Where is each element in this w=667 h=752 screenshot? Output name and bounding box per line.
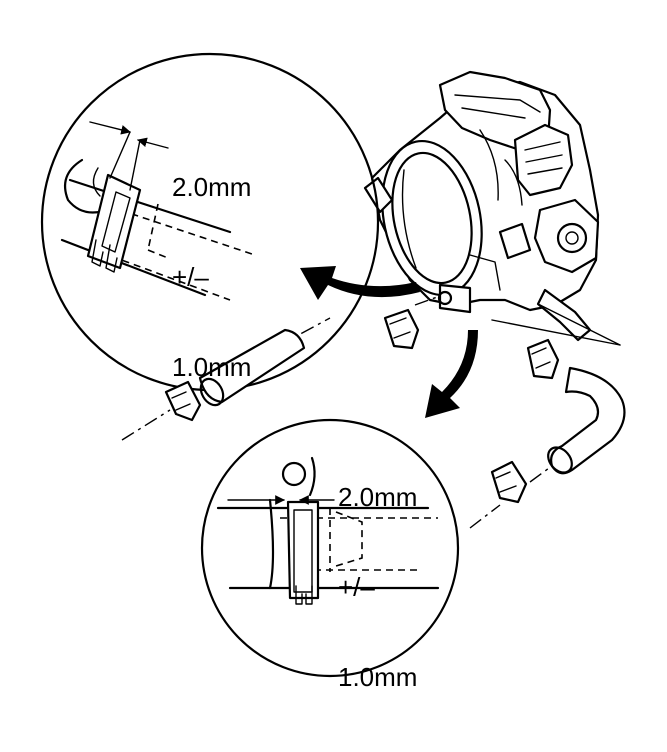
callout-upper-tolerance: 1.0mm <box>172 352 252 382</box>
diagram-canvas: 2.0mm +/– 1.0mm 2.0mm +/– 1.0mm <box>40 52 626 692</box>
callout-lower-tolerance-sign: +/– <box>338 572 375 602</box>
callout-lower-value: 2.0mm <box>338 482 418 512</box>
detail-circle-upper <box>40 52 380 392</box>
throttle-body <box>363 70 600 342</box>
dimension-callout-upper: 2.0mm +/– 1.0mm <box>172 112 251 442</box>
dimension-callout-lower: 2.0mm +/– 1.0mm <box>338 422 417 752</box>
callout-lower-tolerance: 1.0mm <box>338 662 418 692</box>
callout-upper-value: 2.0mm <box>172 172 252 202</box>
hose-assembly-right <box>469 304 626 529</box>
callout-arrows <box>300 266 478 418</box>
callout-upper-tolerance-sign: +/– <box>172 262 209 292</box>
line-art <box>40 52 626 678</box>
hose-assembly-left <box>121 290 453 441</box>
detail-circle-lower <box>200 418 460 678</box>
